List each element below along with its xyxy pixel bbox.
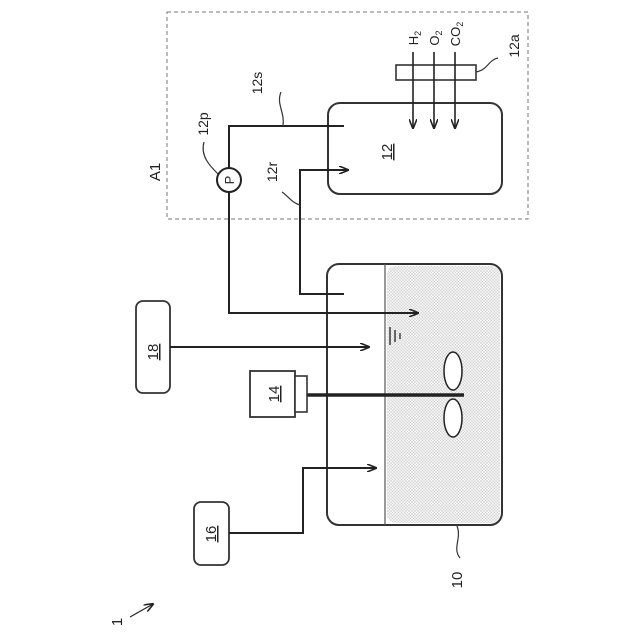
pump-12p-callout — [203, 142, 218, 174]
return-line-12r-callout — [282, 192, 300, 205]
vessel-12-label: 12 — [379, 144, 396, 161]
reactor-10-label: 10 — [449, 572, 466, 589]
unit-16-label: 16 — [203, 526, 220, 543]
reactor-10-callout: 10 — [449, 526, 466, 588]
gas-co2-label: CO2 — [448, 22, 465, 47]
motor-14-label: 14 — [266, 386, 283, 403]
gas-h2-label: H2 — [406, 31, 423, 45]
region-a1-label: A1 — [147, 163, 164, 181]
gas-inlet-12a — [396, 65, 476, 80]
pump-12p-label: 12p — [195, 112, 211, 136]
return-line-12r-label: 12r — [264, 162, 280, 183]
vessel-12 — [328, 103, 502, 194]
motor-coupling — [295, 376, 307, 412]
unit-18-label: 18 — [145, 344, 162, 361]
supply-line-12s — [229, 126, 344, 168]
system-1-label: 1 — [109, 618, 126, 626]
supply-line-12s-callout — [279, 92, 283, 126]
gas-inlet-12a-label: 12a — [506, 34, 522, 58]
pump-symbol: P — [222, 176, 237, 185]
reactor-10 — [306, 264, 502, 525]
system-1-arrow — [130, 604, 153, 617]
supply-line-12s-label: 12s — [249, 72, 265, 95]
gas-o2-label: O2 — [427, 30, 444, 45]
gas-inlet-12a-callout — [476, 58, 498, 72]
